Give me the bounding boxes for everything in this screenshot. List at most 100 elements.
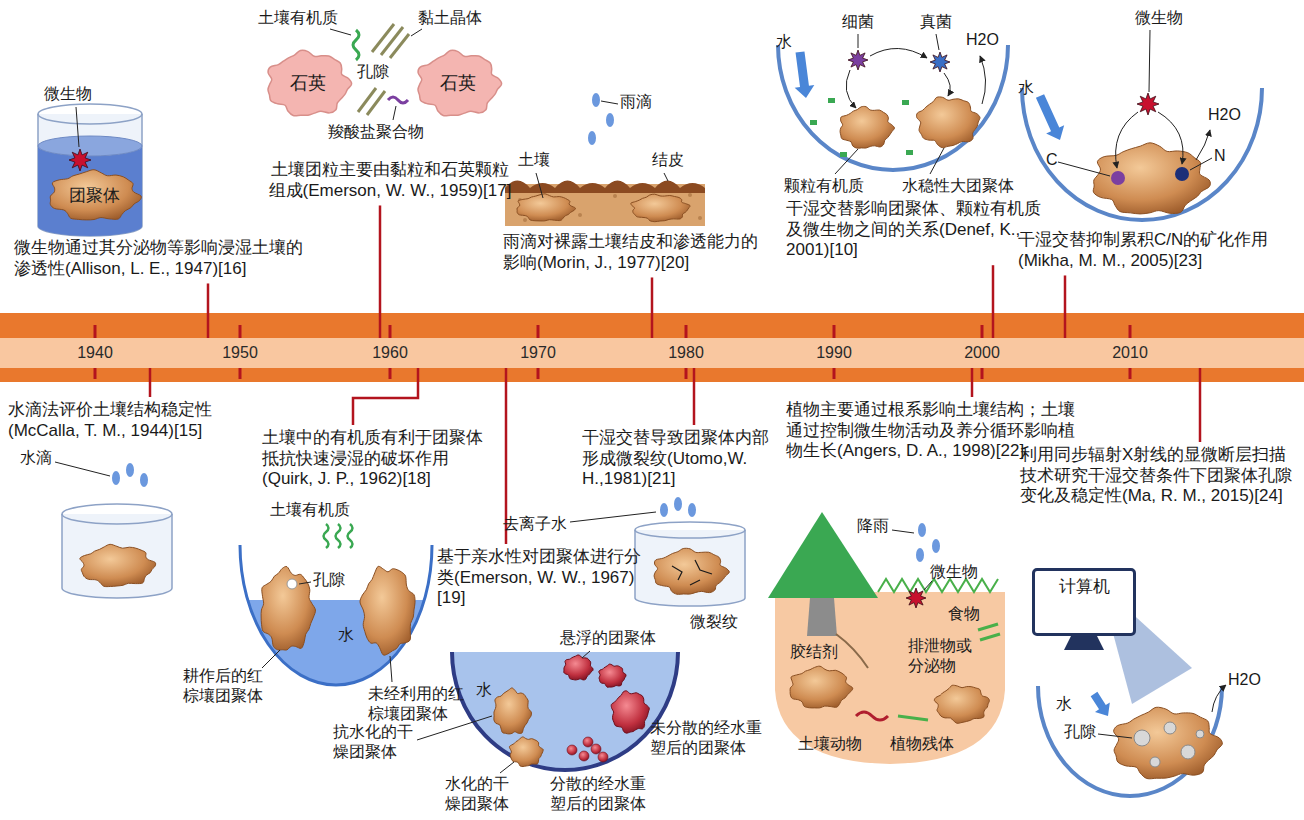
beaker-rim — [635, 522, 745, 538]
reference-caption: 水滴法评价土壤结构稳定性(McCalla, T. M., 1944)[15] — [8, 400, 253, 441]
aggregate — [80, 544, 156, 586]
pore — [287, 579, 297, 589]
part-label: 孔隙 — [1064, 722, 1096, 742]
remolded-aggregate — [599, 664, 626, 687]
timeline-leader — [505, 368, 508, 382]
timeline-leader — [379, 313, 382, 338]
reference-caption: 干湿交替抑制累积C/N的矿化作用(Mikha, M. M., 2005)[23] — [1018, 230, 1298, 271]
decade-tick — [833, 325, 836, 338]
reference-caption: 雨滴对裸露土壤结皮和渗透能力的影响(Morin, J., 1977)[20] — [503, 232, 765, 273]
leader-line — [500, 762, 514, 773]
year-label: 1960 — [372, 343, 408, 362]
leader-line — [1190, 158, 1212, 170]
part-label: 悬浮的团聚体 — [560, 628, 656, 648]
clay-crystal — [390, 34, 409, 58]
aggregate — [509, 737, 543, 767]
microbe-symbol — [1137, 93, 1159, 115]
part-label: H2O — [966, 30, 999, 50]
part-label: 未经利用的红棕壤团聚体 — [368, 684, 468, 723]
part-label: 排泄物或分泌物 — [908, 636, 974, 675]
year-label: 1980 — [668, 343, 704, 362]
timeline-marks — [0, 313, 1304, 382]
pore — [1150, 757, 1160, 767]
timeline-leader — [207, 313, 210, 338]
part-label: H2O — [1208, 105, 1241, 125]
part-label: 雨滴 — [620, 92, 652, 112]
year-label: 2000 — [964, 343, 1000, 362]
monitor-stand — [1064, 634, 1104, 650]
clay-crystal — [372, 24, 394, 52]
organic-matter — [348, 524, 353, 548]
node-text: 团聚体 — [69, 186, 120, 206]
aggregate — [840, 106, 894, 148]
beaker-body — [38, 114, 142, 236]
soil-grain — [613, 194, 617, 198]
water-arrow — [1036, 94, 1064, 140]
process-arrow — [1158, 112, 1183, 164]
leader-line — [930, 148, 944, 174]
leader-line — [858, 34, 859, 48]
leader-line — [411, 29, 422, 36]
quartz-grain: 石英 — [262, 48, 354, 120]
process-arrow — [944, 73, 950, 96]
water-surface — [38, 136, 142, 156]
pore — [1164, 722, 1176, 734]
evaporation-arrow — [1196, 130, 1210, 160]
reference-caption: 干湿交替导致团聚体内部形成微裂纹(Utomo,W. H.,1981)[21] — [582, 428, 777, 490]
leader-line — [835, 149, 858, 174]
decade-tick — [981, 368, 984, 379]
decade-tick — [389, 325, 392, 338]
evaporation-arrow — [980, 56, 986, 104]
part-label: 植物残体 — [890, 734, 954, 754]
leader-line — [299, 582, 311, 584]
aggregate — [631, 194, 690, 222]
water — [38, 146, 142, 236]
beaker-body — [62, 514, 172, 598]
timeline-leader — [1064, 313, 1067, 338]
bowl — [1038, 686, 1222, 796]
water-drop — [660, 503, 668, 517]
beaker-rim — [62, 504, 172, 524]
timeline-band: 19401950196019701980199020002010 — [0, 313, 1304, 382]
beaker-rim — [38, 104, 142, 124]
water-drop — [932, 539, 940, 553]
bowl — [1022, 88, 1262, 220]
aggregate — [360, 566, 415, 655]
aggregate — [494, 688, 532, 734]
aggregate — [261, 566, 315, 650]
bowl — [240, 545, 432, 685]
micro-crack — [695, 560, 712, 574]
micro-crack — [672, 566, 682, 580]
leader-line — [536, 173, 543, 198]
year-label: 2010 — [1112, 343, 1148, 362]
leader-line — [664, 173, 668, 181]
year-label: 1950 — [222, 343, 258, 362]
clay-crystal — [367, 91, 385, 115]
reference-caption: 微生物通过其分泌物等影响浸湿土壤的渗透性(Allison, L. E., 194… — [14, 238, 309, 279]
decade-tick — [239, 368, 242, 379]
organic-matter — [336, 524, 341, 548]
organic-matter — [324, 524, 329, 548]
decade-tick — [94, 325, 97, 338]
water-drop — [112, 471, 120, 485]
part-label: C — [1046, 150, 1058, 170]
decade-tick — [537, 325, 540, 338]
leader-line — [330, 29, 351, 35]
root — [836, 634, 868, 668]
aggregate — [934, 685, 989, 723]
year-label: 1970 — [520, 343, 556, 362]
particulate-organic-matter — [840, 152, 847, 157]
carboxylate-polymer — [388, 97, 408, 103]
plant-residue — [898, 716, 928, 720]
leader-line — [76, 107, 79, 147]
part-label: 孔隙 — [313, 570, 345, 590]
particulate-organic-matter — [828, 98, 835, 103]
clay-crystal — [381, 27, 403, 55]
leader-line — [390, 656, 392, 682]
leader-line — [1149, 30, 1150, 92]
reference-caption: 基于亲水性对团聚体进行分类(Emerson, W. W., 1967)[19] — [437, 547, 647, 609]
grass — [878, 579, 998, 592]
microbe-symbol — [930, 52, 950, 72]
leader-line — [1058, 162, 1110, 176]
